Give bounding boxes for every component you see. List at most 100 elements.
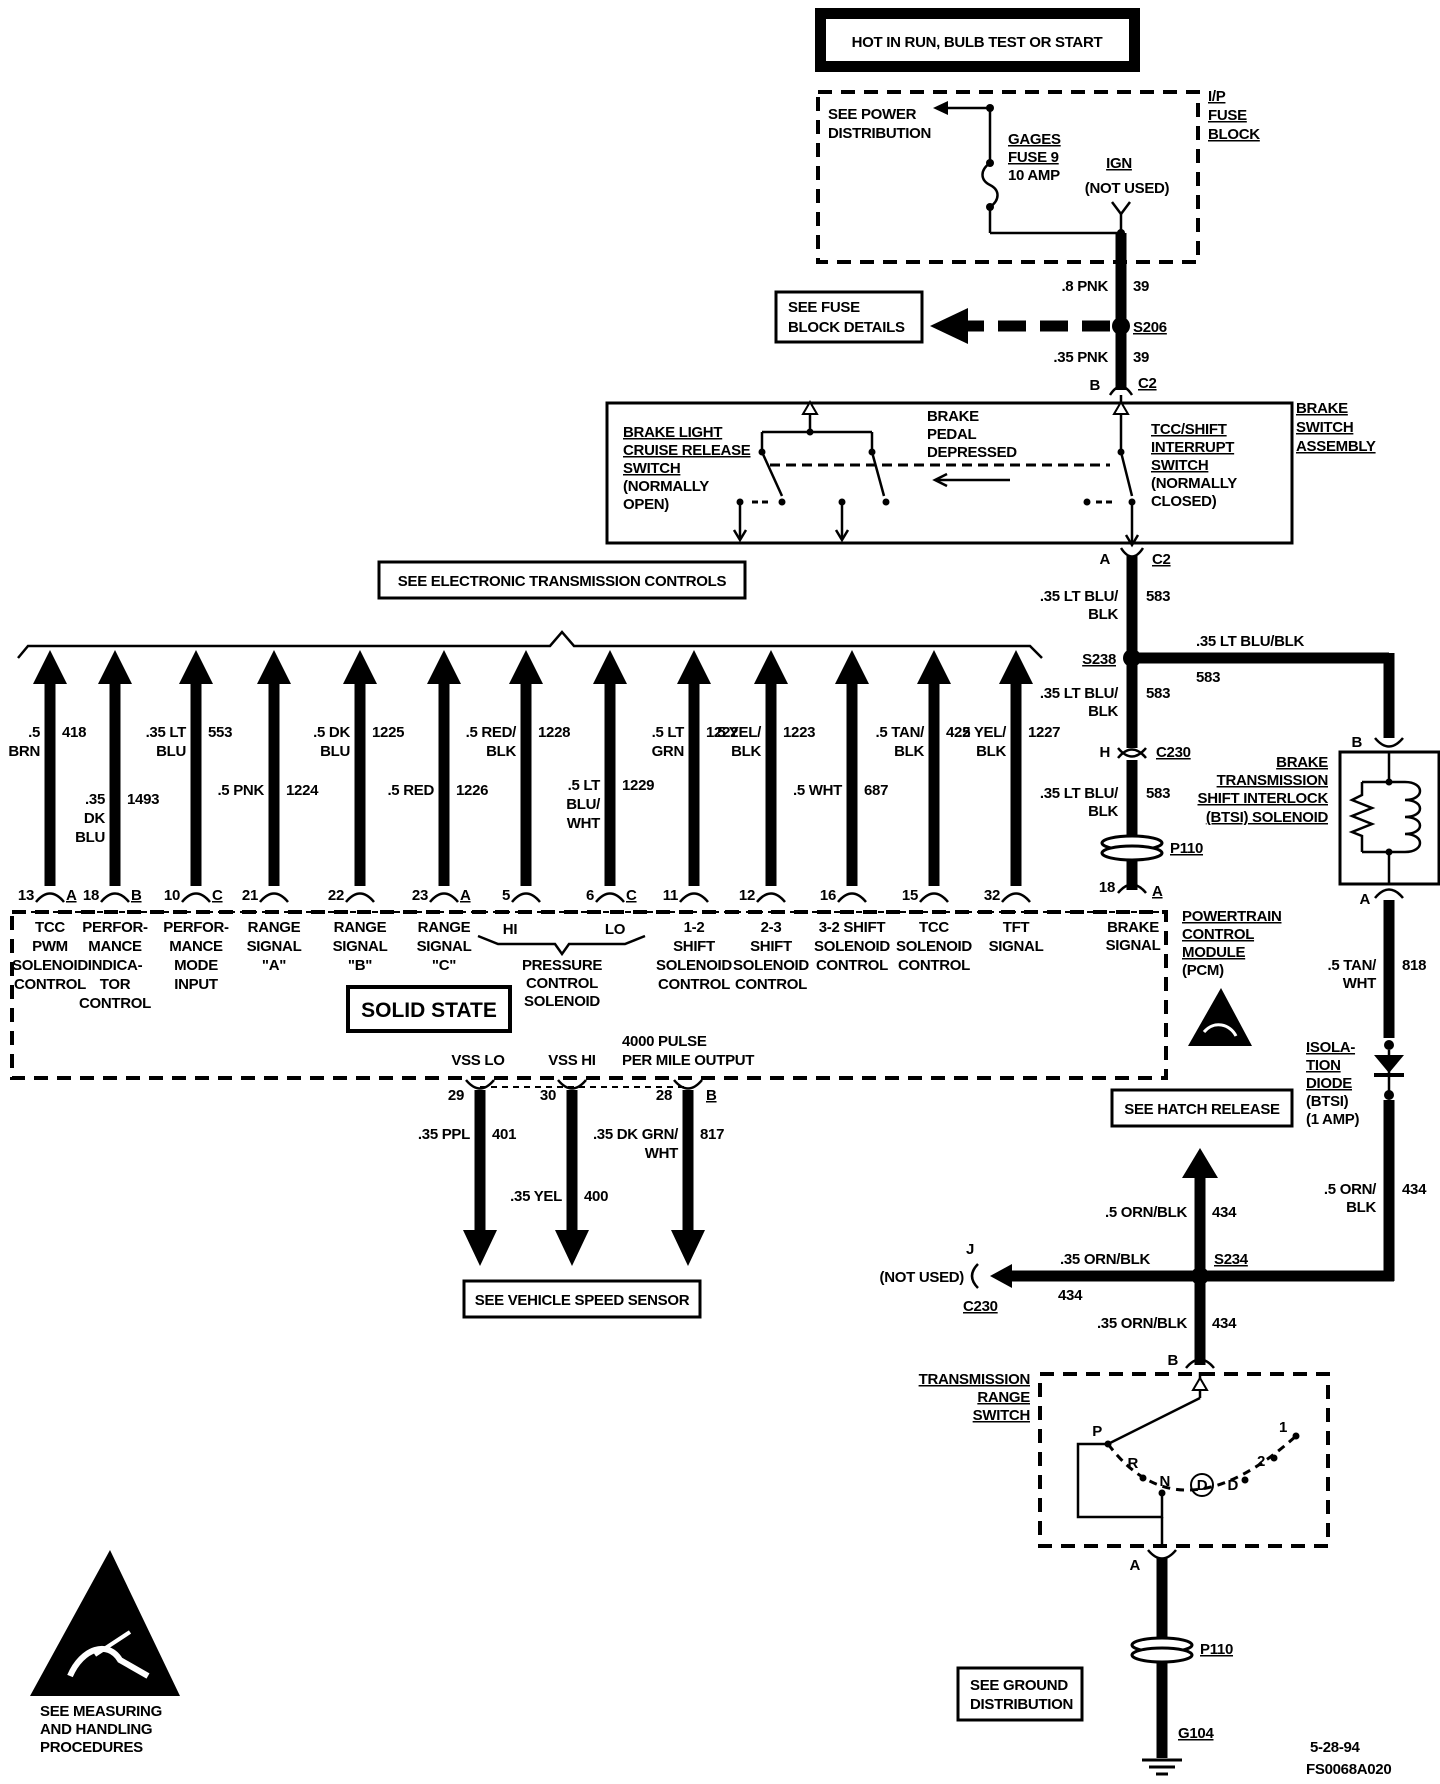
pcm-pin-number: 5 (502, 887, 510, 904)
pcm-pin-number: 15 (902, 887, 918, 904)
hot-in-run-label: HOT IN RUN, BULB TEST OR START (852, 34, 1103, 51)
pedal-line-2: DEPRESSED (927, 444, 1017, 461)
fuse-block-name-2: BLOCK (1208, 126, 1260, 143)
hot-in-run-banner: HOT IN RUN, BULB TEST OR START (815, 8, 1140, 72)
btsi-wire-gauge-0: .5 TAN/ (1328, 957, 1378, 974)
pcm-wire-gauge: BLU (75, 829, 105, 846)
pcm-wire-gauge: .5 (28, 724, 40, 741)
vss-pin-connector-icon (673, 1079, 703, 1090)
range-arc-icon (1106, 1434, 1298, 1492)
brake-switch-name-2: ASSEMBLY (1296, 438, 1376, 455)
pcm-conn-letter: C (212, 887, 223, 904)
pcm-input-name: "B" (348, 957, 372, 974)
pcs-lo-label: LO (605, 921, 626, 938)
pcm-input-name: MANCE (88, 938, 142, 955)
pcm-pin-connector-icon (100, 892, 130, 903)
p110-lower-label: P110 (1200, 1641, 1233, 1658)
pcm-wire-gauge: .5 YEL/ (713, 724, 762, 741)
btsi-wire2-circuit: 434 (1402, 1181, 1427, 1198)
connector-c2-bottom-icon (1119, 547, 1145, 558)
arrow-up-icon (509, 650, 543, 684)
c2-top-conn: C2 (1138, 375, 1157, 392)
arrow-down-icon (463, 1230, 497, 1266)
pcm-pin-connector-icon (756, 892, 786, 903)
pcm-pin-connector-icon (181, 892, 211, 903)
pcm-wire-circuit: 1228 (538, 724, 570, 741)
fuse-block-name-0: I/P (1208, 88, 1226, 105)
arrow-down-icon (834, 529, 850, 543)
btsi-name-1: TRANSMISSION (1217, 772, 1328, 789)
pcm-name-1: CONTROL (1182, 926, 1254, 943)
p110-upper-label: P110 (1170, 840, 1203, 857)
see-etc-label: SEE ELECTRONIC TRANSMISSION CONTROLS (398, 573, 727, 590)
transmission-range-switch: TRANSMISSION RANGE SWITCH P R N D D 2 1 (919, 1371, 1330, 1548)
pcm-input-name: SIGNAL (989, 938, 1044, 955)
fuse-icon (981, 161, 999, 209)
rc-w3-gauge-1: BLK (1088, 803, 1118, 820)
brake-signal-0: BRAKE (1107, 919, 1159, 936)
diode-line-1: TION (1306, 1057, 1341, 1074)
branch-circuit: 583 (1196, 669, 1220, 686)
arrow-up-icon (999, 650, 1033, 684)
vss-wire-circuit: 401 (492, 1126, 516, 1143)
esd-line-1: AND HANDLING (40, 1721, 152, 1738)
trs-pos-p: P (1092, 1423, 1102, 1440)
arrow-up-icon (257, 650, 291, 684)
pcm-pin-number: 22 (328, 887, 344, 904)
arrow-up-icon (677, 650, 711, 684)
vss-pin-connector-icon (465, 1079, 495, 1090)
c2-bottom-pin: A (1099, 551, 1110, 568)
trs-pos-1: 1 (1279, 1419, 1287, 1436)
btsi-pin-top: B (1351, 734, 1362, 751)
see-fuse-line-1: BLOCK DETAILS (788, 319, 905, 336)
hatch-branch-gauge: .35 ORN/BLK (1060, 1251, 1151, 1268)
pcm-input-name: PERFOR- (163, 919, 229, 936)
pcm-pin-connector-icon (837, 892, 867, 903)
pcm-input-name: SOLENOID (814, 938, 890, 955)
pcm-input-name: INPUT (174, 976, 218, 993)
c230-conn-label: C230 (1156, 744, 1191, 761)
esd-line-2: PROCEDURES (40, 1739, 143, 1756)
pcm-wire-gauge: BLK (486, 743, 516, 760)
pcm-name-2: MODULE (1182, 944, 1245, 961)
pcm-wire-gauge: .5 WHT (793, 782, 842, 799)
pin-j-label: J (966, 1241, 974, 1258)
pcm-input-name: MODE (174, 957, 218, 974)
arrow-down-icon (671, 1230, 705, 1266)
vss-wire-gauge: WHT (645, 1145, 678, 1162)
vss-pin-number: 30 (540, 1087, 556, 1104)
pulse-line-1: PER MILE OUTPUT (622, 1052, 754, 1069)
pcm-wire-circuit: 687 (864, 782, 888, 799)
rc-w2-gauge-0: .35 LT BLU/ (1040, 685, 1119, 702)
see-power-line-0: SEE POWER (828, 106, 917, 123)
arrow-up-icon (98, 650, 132, 684)
pulse-line-0: 4000 PULSE (622, 1033, 707, 1050)
pcm-conn-letter: A (66, 887, 77, 904)
pcs-hi-label: HI (503, 921, 518, 938)
pcm-input-name: MANCE (169, 938, 223, 955)
ign-label-0: IGN (1106, 155, 1132, 172)
arrow-up-icon (427, 650, 461, 684)
pcm-wire-gauge: BLK (976, 743, 1006, 760)
ip-fuse-block: I/P FUSE BLOCK SEE POWER DISTRIBUTION GA… (816, 88, 1261, 264)
trs-name-1: RANGE (977, 1389, 1030, 1406)
pcs-line-0: PRESSURE (522, 957, 602, 974)
pcs-line-2: SOLENOID (524, 993, 600, 1010)
see-ground-line-1: DISTRIBUTION (970, 1696, 1073, 1713)
pcm-input-name: "A" (262, 957, 286, 974)
pcm-input-name: CONTROL (735, 976, 807, 993)
pcm-wire-gauge: BLK (894, 743, 924, 760)
see-ground-line-0: SEE GROUND (970, 1677, 1068, 1694)
vss-wire-gauge: .35 PPL (418, 1126, 470, 1143)
pcm-wire-circuit: 1227 (1028, 724, 1060, 741)
pcs-line-1: CONTROL (526, 975, 598, 992)
arrow-left-icon (990, 1264, 1012, 1288)
brake-light-line-3: (NORMALLY (623, 478, 709, 495)
trs-pos-n: N (1159, 1473, 1170, 1490)
pcm-input-name: SOLENOID (656, 957, 732, 974)
top-wire-circuit-1: 39 (1133, 278, 1149, 295)
diode-line-0: ISOLA- (1306, 1039, 1355, 1056)
brake-switch-assembly: BRAKE SWITCH ASSEMBLY BRAKE LIGHT CRUISE… (605, 395, 1376, 548)
